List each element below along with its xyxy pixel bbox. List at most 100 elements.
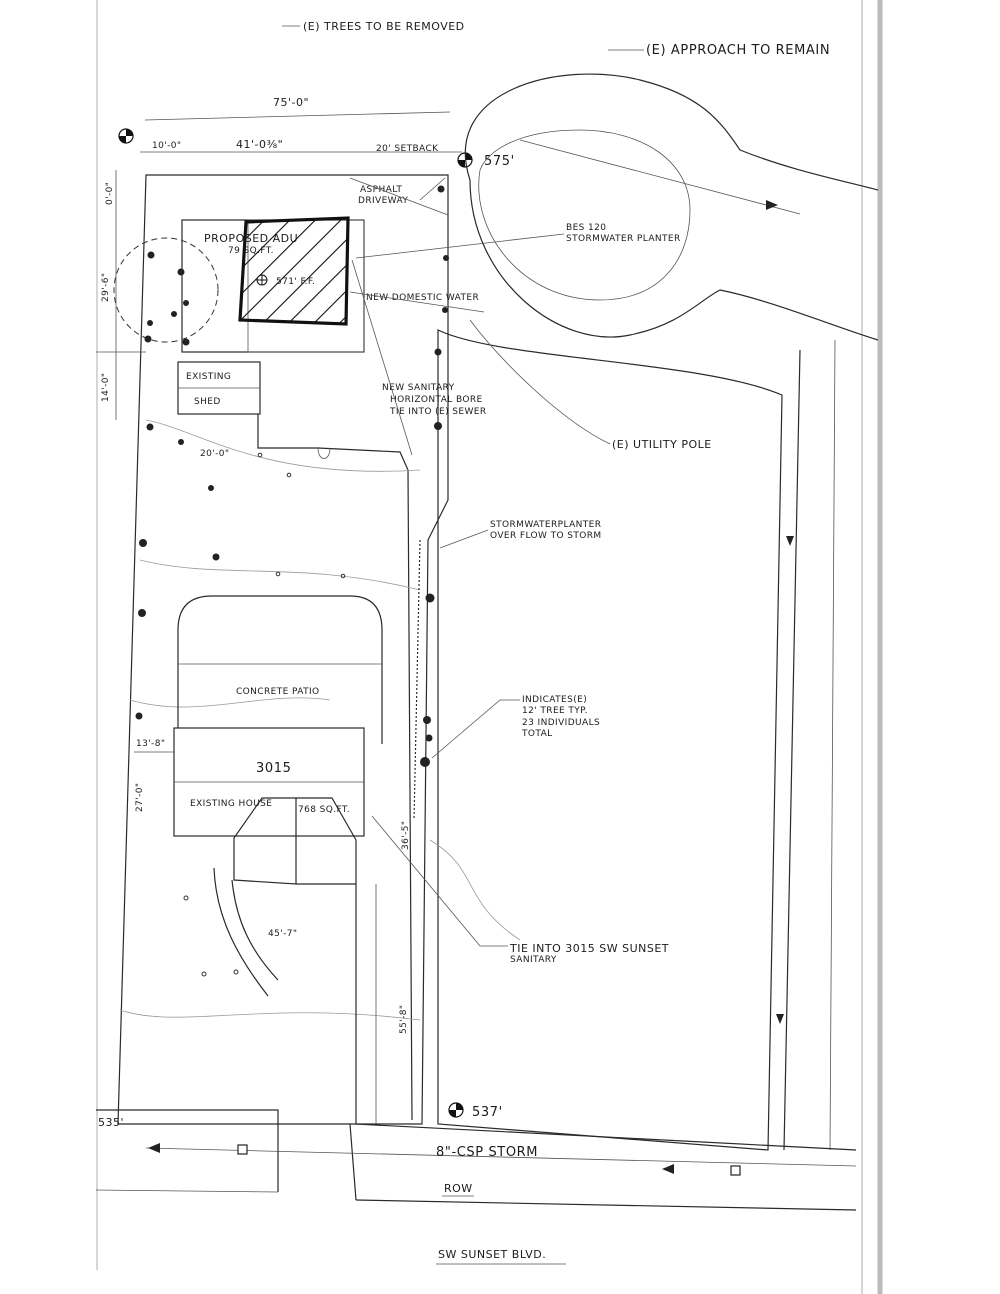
sanitary-1: NEW SANITARY <box>382 383 455 393</box>
sanitary-3: TIE INTO (E) SEWER <box>389 407 487 417</box>
approach-inner <box>478 129 691 301</box>
tree-icon <box>135 712 143 720</box>
right-parcel-outer-2 <box>829 339 836 1151</box>
tree-icon <box>425 734 433 742</box>
tree-icon <box>182 338 190 346</box>
label-driveway: DRIVEWAY <box>358 196 408 206</box>
shed-label-1: EXISTING <box>186 372 231 382</box>
label-approach-remain: (E) APPROACH TO REMAIN <box>646 43 830 58</box>
benchmark-icon <box>448 1102 464 1118</box>
tree-icon <box>146 423 154 431</box>
backyard-line <box>257 414 413 1121</box>
dim-27: 27'-0" <box>135 783 145 812</box>
tie-2: SANITARY <box>510 955 557 965</box>
flow-arrow <box>148 1143 160 1153</box>
label-patio: CONCRETE PATIO <box>236 687 320 697</box>
storm-pipe <box>145 1147 857 1167</box>
flow-arrow <box>662 1164 674 1174</box>
contour <box>139 559 421 591</box>
tree-icon <box>171 311 177 317</box>
house-entry <box>296 797 357 885</box>
tree-icon <box>442 307 448 313</box>
tree-icon <box>177 268 185 276</box>
contour <box>129 697 331 708</box>
dim-45: 45'-7" <box>268 929 297 939</box>
dim-75: 75'-0" <box>273 96 309 109</box>
dim-41: 41'-0⅜" <box>236 138 283 151</box>
dim-55: 55'-8" <box>399 1005 409 1034</box>
overflow-1: STORMWATERPLANTER <box>490 520 601 530</box>
row-line-top <box>96 1109 279 1192</box>
spot-marker <box>257 452 263 458</box>
row-line-mid <box>349 1123 357 1201</box>
adu-label-1: PROPOSED ADU <box>204 232 298 245</box>
trees-group <box>135 185 449 767</box>
adu-label-2: 79 SQ.FT. <box>228 246 274 256</box>
indicates-2: 12' TREE TYP. <box>522 706 588 716</box>
approach-circle-lower <box>469 179 879 341</box>
spot-marker <box>201 971 207 977</box>
lot-boundary <box>117 174 449 1125</box>
right-parcel <box>437 329 783 1151</box>
leader-driveway <box>419 177 446 201</box>
row-line-bottom <box>355 1199 857 1211</box>
spot-marker <box>233 969 239 975</box>
tree-icon <box>178 439 184 445</box>
overflow-2: OVER FLOW TO STORM <box>490 531 602 541</box>
spot-marker <box>286 472 292 478</box>
sanitary-2: HORIZONTAL BORE <box>390 395 483 405</box>
tree-icon <box>147 251 155 259</box>
dim-14: 14'-0" <box>101 373 111 402</box>
tree-icon <box>423 716 431 724</box>
dim-29: 29'-6" <box>101 273 111 302</box>
setback-20: 20' SETBACK <box>376 144 439 154</box>
tree-icon <box>437 185 445 193</box>
road-edge <box>519 139 801 215</box>
tree-icon <box>434 348 442 356</box>
tie-1: TIE INTO 3015 SW SUNSET <box>509 942 669 955</box>
tree-icon <box>212 553 220 561</box>
indicates-4: TOTAL <box>521 729 553 739</box>
flow-arrow <box>776 1014 784 1024</box>
leader-overflow <box>439 529 489 549</box>
spot-marker <box>183 895 189 901</box>
label-trees-removed: (E) TREES TO BE REMOVED <box>303 20 465 33</box>
dim-10: 10'-0" <box>152 141 181 151</box>
cleanout-mark <box>317 447 331 459</box>
tree-icon <box>425 593 435 603</box>
tree-icon <box>183 300 189 306</box>
spot-marker <box>340 573 346 579</box>
dim-20: 20'-0" <box>200 449 229 459</box>
benchmark-icon <box>256 274 268 286</box>
row-line-right <box>355 1123 857 1151</box>
shed-label-2: SHED <box>194 397 221 407</box>
benchmark-icon <box>118 128 134 144</box>
right-parcel-outer <box>783 349 801 1151</box>
leader-planter <box>355 233 565 259</box>
tree-icon <box>139 539 147 547</box>
spot-marker <box>275 571 281 577</box>
driveway-edge <box>349 177 449 216</box>
sanitary-line <box>351 259 413 456</box>
tree-icon <box>144 335 152 343</box>
tree-icon <box>138 609 146 617</box>
house-label-2: 768 SQ.FT. <box>298 805 350 815</box>
planter-code: BES 120 <box>566 223 606 233</box>
street-label: SW SUNSET BLVD. <box>438 1248 546 1261</box>
indicates-1: INDICATES(E) <box>522 695 587 705</box>
leader-water <box>349 291 485 313</box>
tree-icon <box>147 320 153 326</box>
label-utility-pole: (E) UTILITY POLE <box>612 438 712 451</box>
tree-canopy-removed <box>113 237 219 343</box>
row-line-outer <box>95 1189 279 1193</box>
elevation-535: 535' <box>98 1116 124 1129</box>
house-number: 3015 <box>256 761 291 776</box>
leader-tie <box>371 815 508 947</box>
dim-line-75 <box>144 111 451 121</box>
dim-36: 36'-5" <box>401 821 411 850</box>
spot-markers <box>183 452 346 977</box>
leader-indicates <box>431 699 520 759</box>
walkway-arc <box>213 867 269 997</box>
approach-circle <box>464 73 879 191</box>
